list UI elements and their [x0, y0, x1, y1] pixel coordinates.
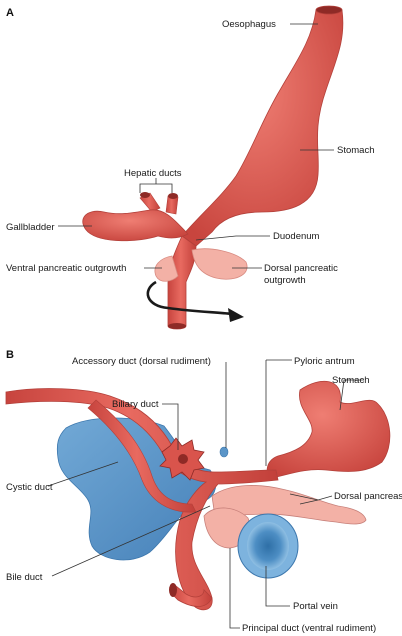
label-dorsal-pancreatic-2: outgrowth	[264, 275, 306, 286]
accessory-duct-knob	[219, 446, 229, 458]
label-ventral-pancreatic: Ventral pancreatic outgrowth	[6, 263, 126, 274]
label-portal-vein: Portal vein	[293, 601, 338, 612]
label-hepatic-ducts: Hepatic ducts	[124, 168, 182, 179]
label-dorsal-pancreatic-1: Dorsal pancreatic	[264, 263, 338, 274]
rotation-arrow	[146, 280, 233, 316]
duodenum-opening	[168, 323, 186, 329]
label-cystic-duct: Cystic duct	[6, 482, 53, 493]
portal-vein-lumen	[247, 522, 289, 570]
panel-b-letter: B	[6, 349, 14, 361]
label-bile-duct: Bile duct	[6, 572, 43, 583]
panel-b-leaders	[47, 359, 364, 629]
panel-a-gut	[82, 5, 344, 330]
oesophagus-opening	[315, 5, 343, 15]
label-oesophagus: Oesophagus	[222, 19, 276, 30]
label-principal-duct: Principal duct (ventral rudiment)	[242, 623, 376, 634]
hepatic-duct-right	[165, 195, 179, 215]
rotation-arrow-head	[228, 308, 244, 322]
panel-a-leaders	[58, 23, 334, 269]
panel-b-organs	[5, 380, 391, 611]
label-dorsal-pancreas: Dorsal pancreas	[334, 491, 402, 502]
stomach-b	[266, 380, 391, 479]
label-stomach-b: Stomach	[332, 375, 370, 386]
panel-a-letter: A	[6, 7, 14, 19]
duodenum-end-opening	[169, 583, 177, 597]
gallbladder-a	[82, 209, 189, 242]
label-biliary-duct: Biliary duct	[112, 399, 159, 410]
label-gallbladder: Gallbladder	[6, 222, 55, 233]
label-duodenum: Duodenum	[273, 231, 320, 242]
ventral-pancreatic-outgrowth	[154, 255, 179, 282]
label-stomach-a: Stomach	[337, 145, 375, 156]
label-accessory-duct: Accessory duct (dorsal rudiment)	[72, 356, 211, 367]
dorsal-pancreatic-outgrowth	[191, 248, 248, 280]
stomach-a	[181, 6, 344, 247]
label-pyloric-antrum: Pyloric antrum	[294, 356, 355, 367]
